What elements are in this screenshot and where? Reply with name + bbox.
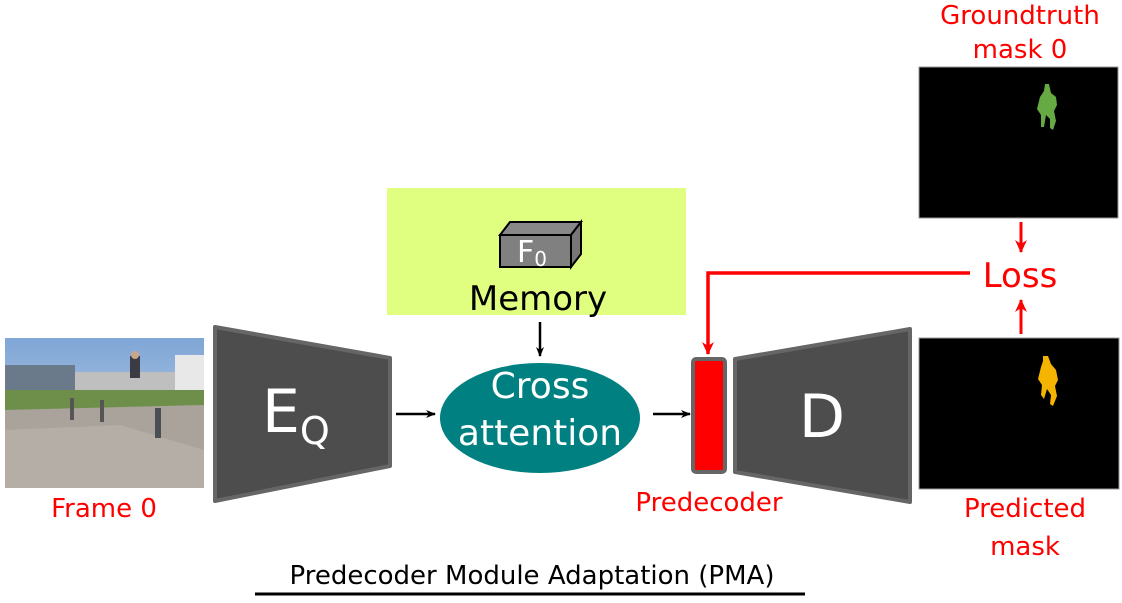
predicted-mask-silhouette — [1038, 356, 1058, 406]
diagram-title: Predecoder Module Adaptation (PMA) — [290, 561, 775, 591]
arrow-loss-to-predecoder — [702, 271, 970, 355]
predecoder-label: Predecoder — [635, 488, 783, 518]
frame-0-image — [5, 338, 204, 488]
decoder-block — [733, 327, 912, 504]
encoder-symbol: EQ — [262, 377, 330, 453]
memory-feature-symbol: F0 — [517, 235, 547, 271]
decoder-symbol: D — [799, 382, 845, 452]
predicted-mask-image — [918, 337, 1120, 490]
predicted-mask-line2: mask — [990, 532, 1060, 562]
cross-attention-line2: attention — [458, 413, 622, 454]
cross-attention-node — [440, 363, 640, 473]
groundtruth-mask-silhouette — [1037, 84, 1057, 130]
frame-0-label: Frame 0 — [51, 494, 157, 524]
groundtruth-mask-image — [918, 66, 1119, 219]
groundtruth-mask-line1: Groundtruth — [940, 1, 1100, 31]
groundtruth-mask-line2: mask 0 — [973, 35, 1068, 65]
predicted-mask-line1: Predicted — [964, 494, 1086, 524]
feature-cube-icon — [497, 219, 584, 270]
predecoder-block — [691, 357, 727, 474]
encoder-block — [213, 325, 392, 503]
loss-label: Loss — [983, 256, 1058, 296]
memory-label: Memory — [469, 279, 607, 319]
cross-attention-line1: Cross — [491, 366, 590, 407]
